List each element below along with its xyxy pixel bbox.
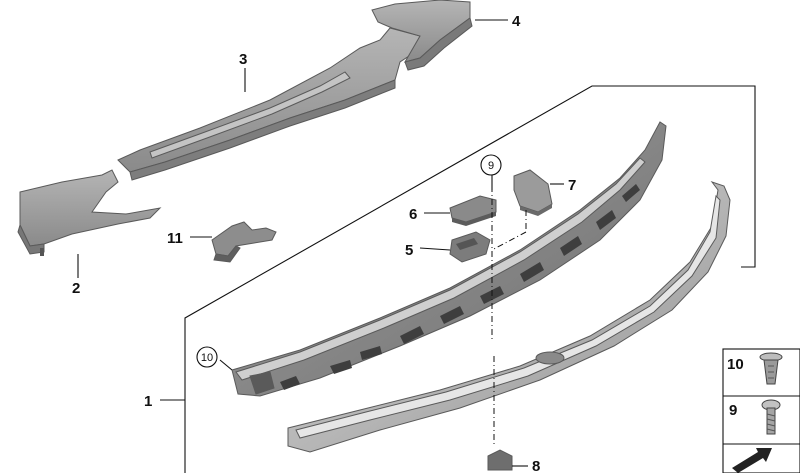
part-7-cap [513,169,553,216]
part-4-upper-panel-end [371,0,473,71]
callout-1: 1 [144,393,152,410]
emblem-recess [535,351,565,365]
part-8-clip [487,449,513,471]
callout-4: 4 [512,13,521,30]
torx-screw-icon [761,399,781,435]
callout-9: 9 [488,160,494,172]
part-3-upper-trim-panel [117,27,421,181]
part-1-spoiler-cover [287,181,731,453]
clip-tab [40,248,44,256]
callout-8: 8 [532,458,540,473]
callout-5: 5 [405,242,413,259]
callout-7: 7 [568,177,576,194]
alignment-lines [491,186,527,446]
callout-9-circle: 9 [480,154,502,176]
part-5-clip-holder [449,231,491,263]
legend-row-view [732,448,772,473]
callout-2: 2 [72,280,80,297]
callout-6: 6 [409,206,417,223]
leader-lines [77,19,564,467]
expanding-rivet-icon [759,352,783,385]
legend-row-10: 10 [727,352,783,385]
callout-10-circle: 10 [196,346,218,368]
legend-label-10: 10 [727,356,744,373]
view-arrow-icon [732,448,772,473]
part-2-panel-left-end [17,169,162,256]
callout-11: 11 [167,230,183,247]
part-11-bracket [211,221,277,263]
callout-10: 10 [201,352,213,364]
callout-3: 3 [239,51,247,68]
legend-label-9: 9 [729,402,737,419]
part-1-carrier-frame [231,121,667,397]
part-6-mount [449,195,497,226]
legend-row-9: 9 [729,399,781,435]
assembly-frame [184,85,756,473]
fastener-legend: 10 9 [722,348,800,473]
